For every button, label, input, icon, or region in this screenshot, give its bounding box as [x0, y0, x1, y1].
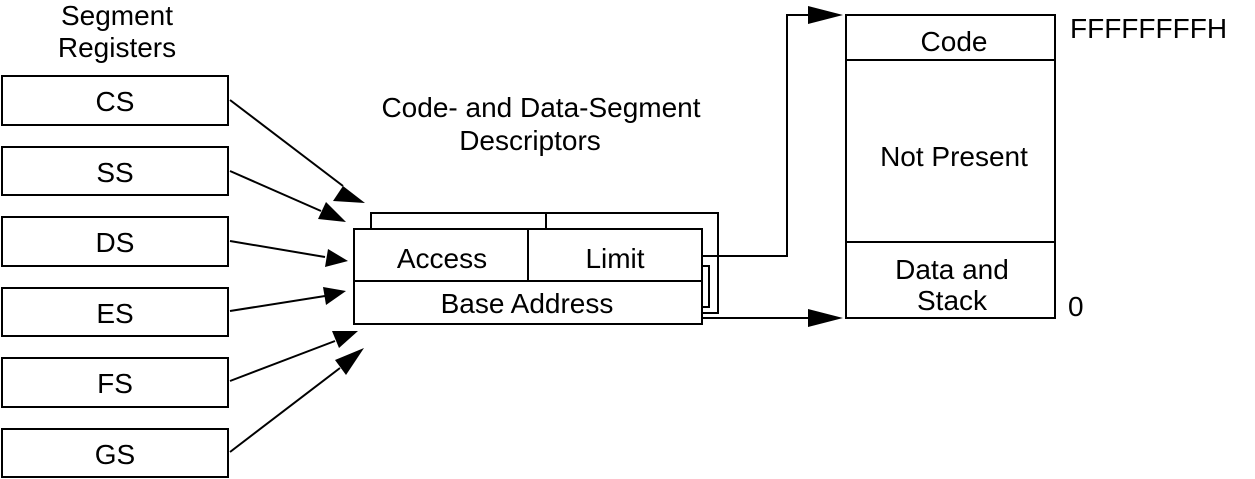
register-ss: SS: [1, 146, 229, 196]
memory-code: Code: [921, 26, 988, 57]
register-cs-label: CS: [96, 86, 135, 117]
arrow-ds-line: [229, 240, 326, 258]
memory-data-stack-line1: Data and: [895, 254, 1009, 285]
memory-not-present: Not Present: [880, 141, 1028, 172]
register-es: ES: [1, 287, 229, 337]
register-ds-label: DS: [96, 227, 135, 258]
register-es-box: [1, 287, 229, 337]
limit-arrow-head: [808, 6, 843, 24]
register-ds: DS: [1, 216, 229, 267]
arrow-fs-line: [229, 340, 336, 382]
arrow-ss-line: [229, 170, 322, 212]
descriptor-stack-back: [370, 212, 719, 314]
register-ss-box: [1, 146, 229, 196]
base-arrow-head: [808, 309, 843, 327]
register-es-label: ES: [96, 298, 133, 329]
register-fs: FS: [1, 357, 229, 408]
register-ss-label: SS: [96, 157, 133, 188]
memory-space: Code Not Present Data and Stack: [845, 14, 1056, 319]
register-fs-label: FS: [97, 368, 133, 399]
register-gs-label: GS: [95, 439, 135, 470]
arrow-gs-line: [229, 367, 341, 453]
arrow-cs-head: [333, 186, 365, 203]
descriptors-heading-line1: Code- and Data-Segment: [381, 92, 700, 123]
memory-data-stack-line2: Stack: [917, 285, 988, 316]
arrow-gs-head: [335, 348, 364, 375]
memory-box: [845, 14, 1056, 319]
register-cs: CS: [1, 75, 229, 126]
arrow-ss-head: [318, 202, 346, 222]
registers-heading-line2: Registers: [58, 32, 176, 63]
descriptors-heading-line2: Descriptors: [459, 125, 601, 156]
register-gs: GS: [1, 428, 229, 478]
arrow-es-head: [323, 287, 346, 305]
descriptor-access: Access: [397, 243, 487, 274]
register-fs-box: [1, 357, 229, 408]
arrow-fs-head: [332, 331, 358, 348]
limit-arrow-line: [702, 14, 810, 257]
arrow-es-line: [229, 295, 326, 312]
register-gs-box: [1, 428, 229, 478]
register-ds-box: [1, 216, 229, 267]
register-cs-box: [1, 75, 229, 126]
descriptor-limit: Limit: [585, 243, 644, 274]
address-bottom: 0: [1068, 291, 1084, 322]
descriptor-base-address: Base Address: [441, 288, 614, 319]
arrow-ds-head: [325, 249, 348, 267]
arrow-cs-line: [229, 99, 344, 187]
descriptor: Access Limit Base Address: [353, 228, 703, 325]
registers-heading-line1: Segment: [61, 0, 173, 31]
address-top: FFFFFFFFH: [1070, 13, 1227, 44]
